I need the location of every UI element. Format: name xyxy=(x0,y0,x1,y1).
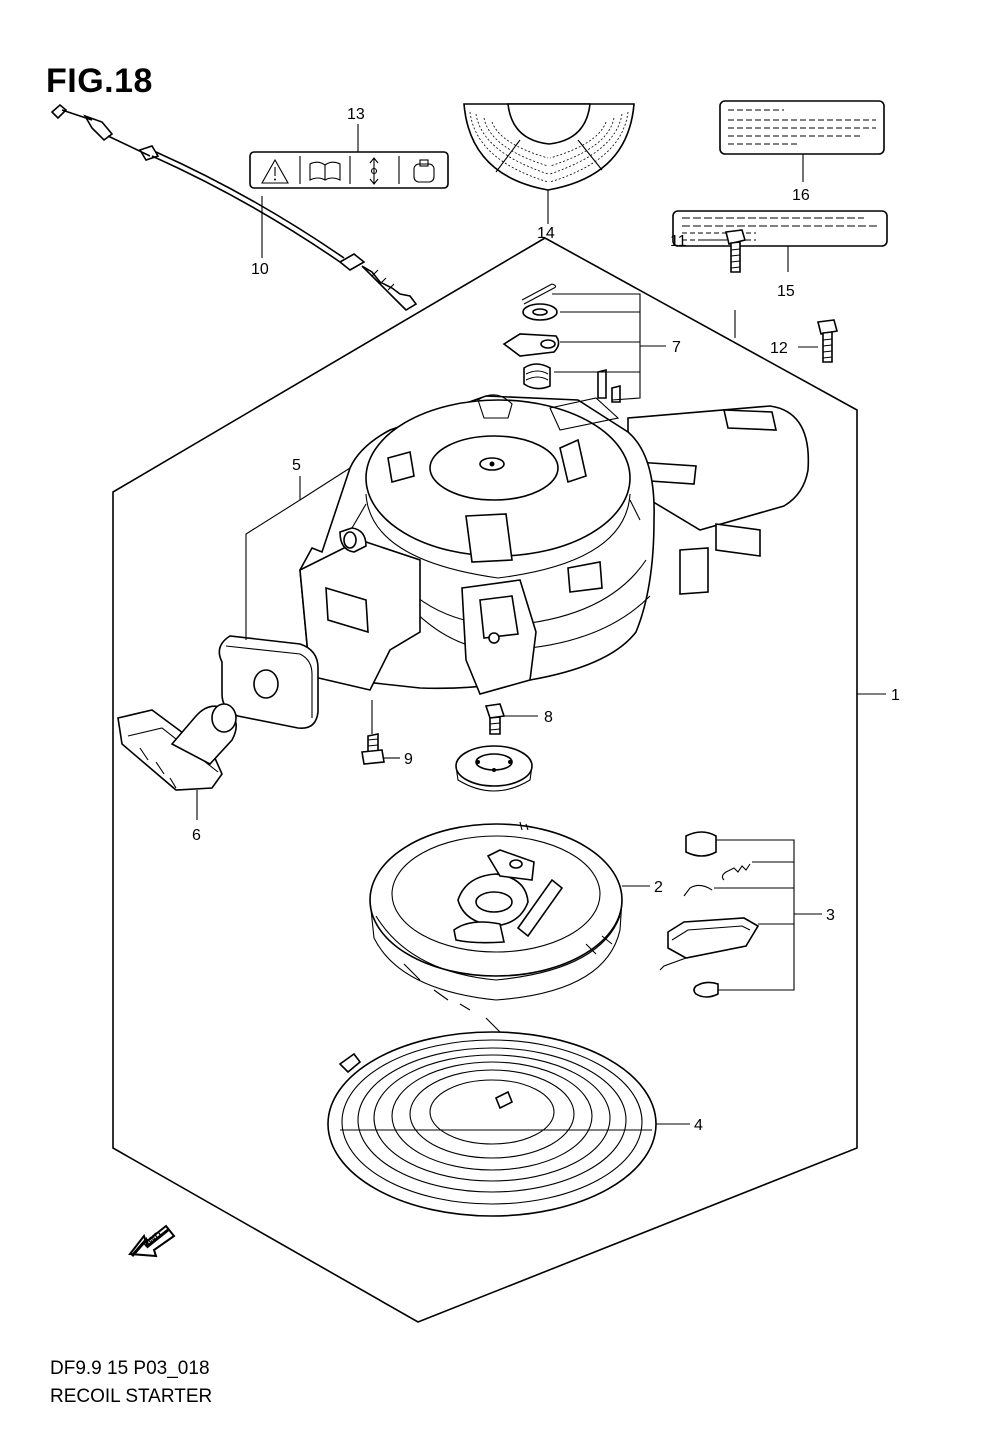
callout-10: 10 xyxy=(251,261,269,278)
part-1-starter-case xyxy=(299,394,810,695)
callout-11: 11 xyxy=(670,233,687,250)
pull-handle-icon xyxy=(413,159,435,183)
part-15-label xyxy=(672,210,888,247)
callout-4: 4 xyxy=(694,1117,703,1134)
part-6-pull-handle xyxy=(117,703,237,791)
callout-1: 1 xyxy=(891,687,900,704)
part-7-ratchet-set xyxy=(502,283,621,403)
callout-7: 7 xyxy=(672,339,681,356)
callout-13: 13 xyxy=(347,106,365,123)
part-10-cable xyxy=(50,103,418,312)
part-11-bolt xyxy=(725,229,747,273)
part-2-rope-reel xyxy=(369,821,623,1033)
fwd-arrow-icon: FWD xyxy=(128,1224,176,1258)
part-16-label xyxy=(719,100,885,155)
callout-9: 9 xyxy=(404,751,413,768)
callout-2: 2 xyxy=(654,879,663,896)
manual-book-icon xyxy=(309,161,341,181)
callout-5: 5 xyxy=(292,457,301,474)
part-12-bolt xyxy=(817,319,839,363)
assembly-boundary xyxy=(112,237,858,1323)
callout-14: 14 xyxy=(537,225,555,242)
figure-name: RECOIL STARTER xyxy=(50,1386,213,1407)
callout-6: 6 xyxy=(192,827,201,844)
callout-15: 15 xyxy=(777,283,795,300)
callout-3: 3 xyxy=(826,907,835,924)
part-13-warning-label xyxy=(249,151,449,189)
part-9-bolt xyxy=(361,733,385,765)
warning-icon xyxy=(261,158,289,184)
callout-12: 12 xyxy=(770,340,788,357)
figure-code: DF9.9 15 P03_018 xyxy=(50,1358,210,1379)
part-8-bolt xyxy=(484,703,506,735)
figure-title: FIG.18 xyxy=(46,62,153,100)
arrow-up-down-icon xyxy=(369,157,379,185)
callout-16: 16 xyxy=(792,187,810,204)
part-center-hub xyxy=(455,745,533,792)
callout-8: 8 xyxy=(544,709,553,726)
part-5-grommet xyxy=(218,635,319,729)
part-3-pawl-set xyxy=(659,831,760,998)
part-4-recoil-spring xyxy=(327,1031,657,1217)
part-14-curved-decal xyxy=(463,103,635,191)
